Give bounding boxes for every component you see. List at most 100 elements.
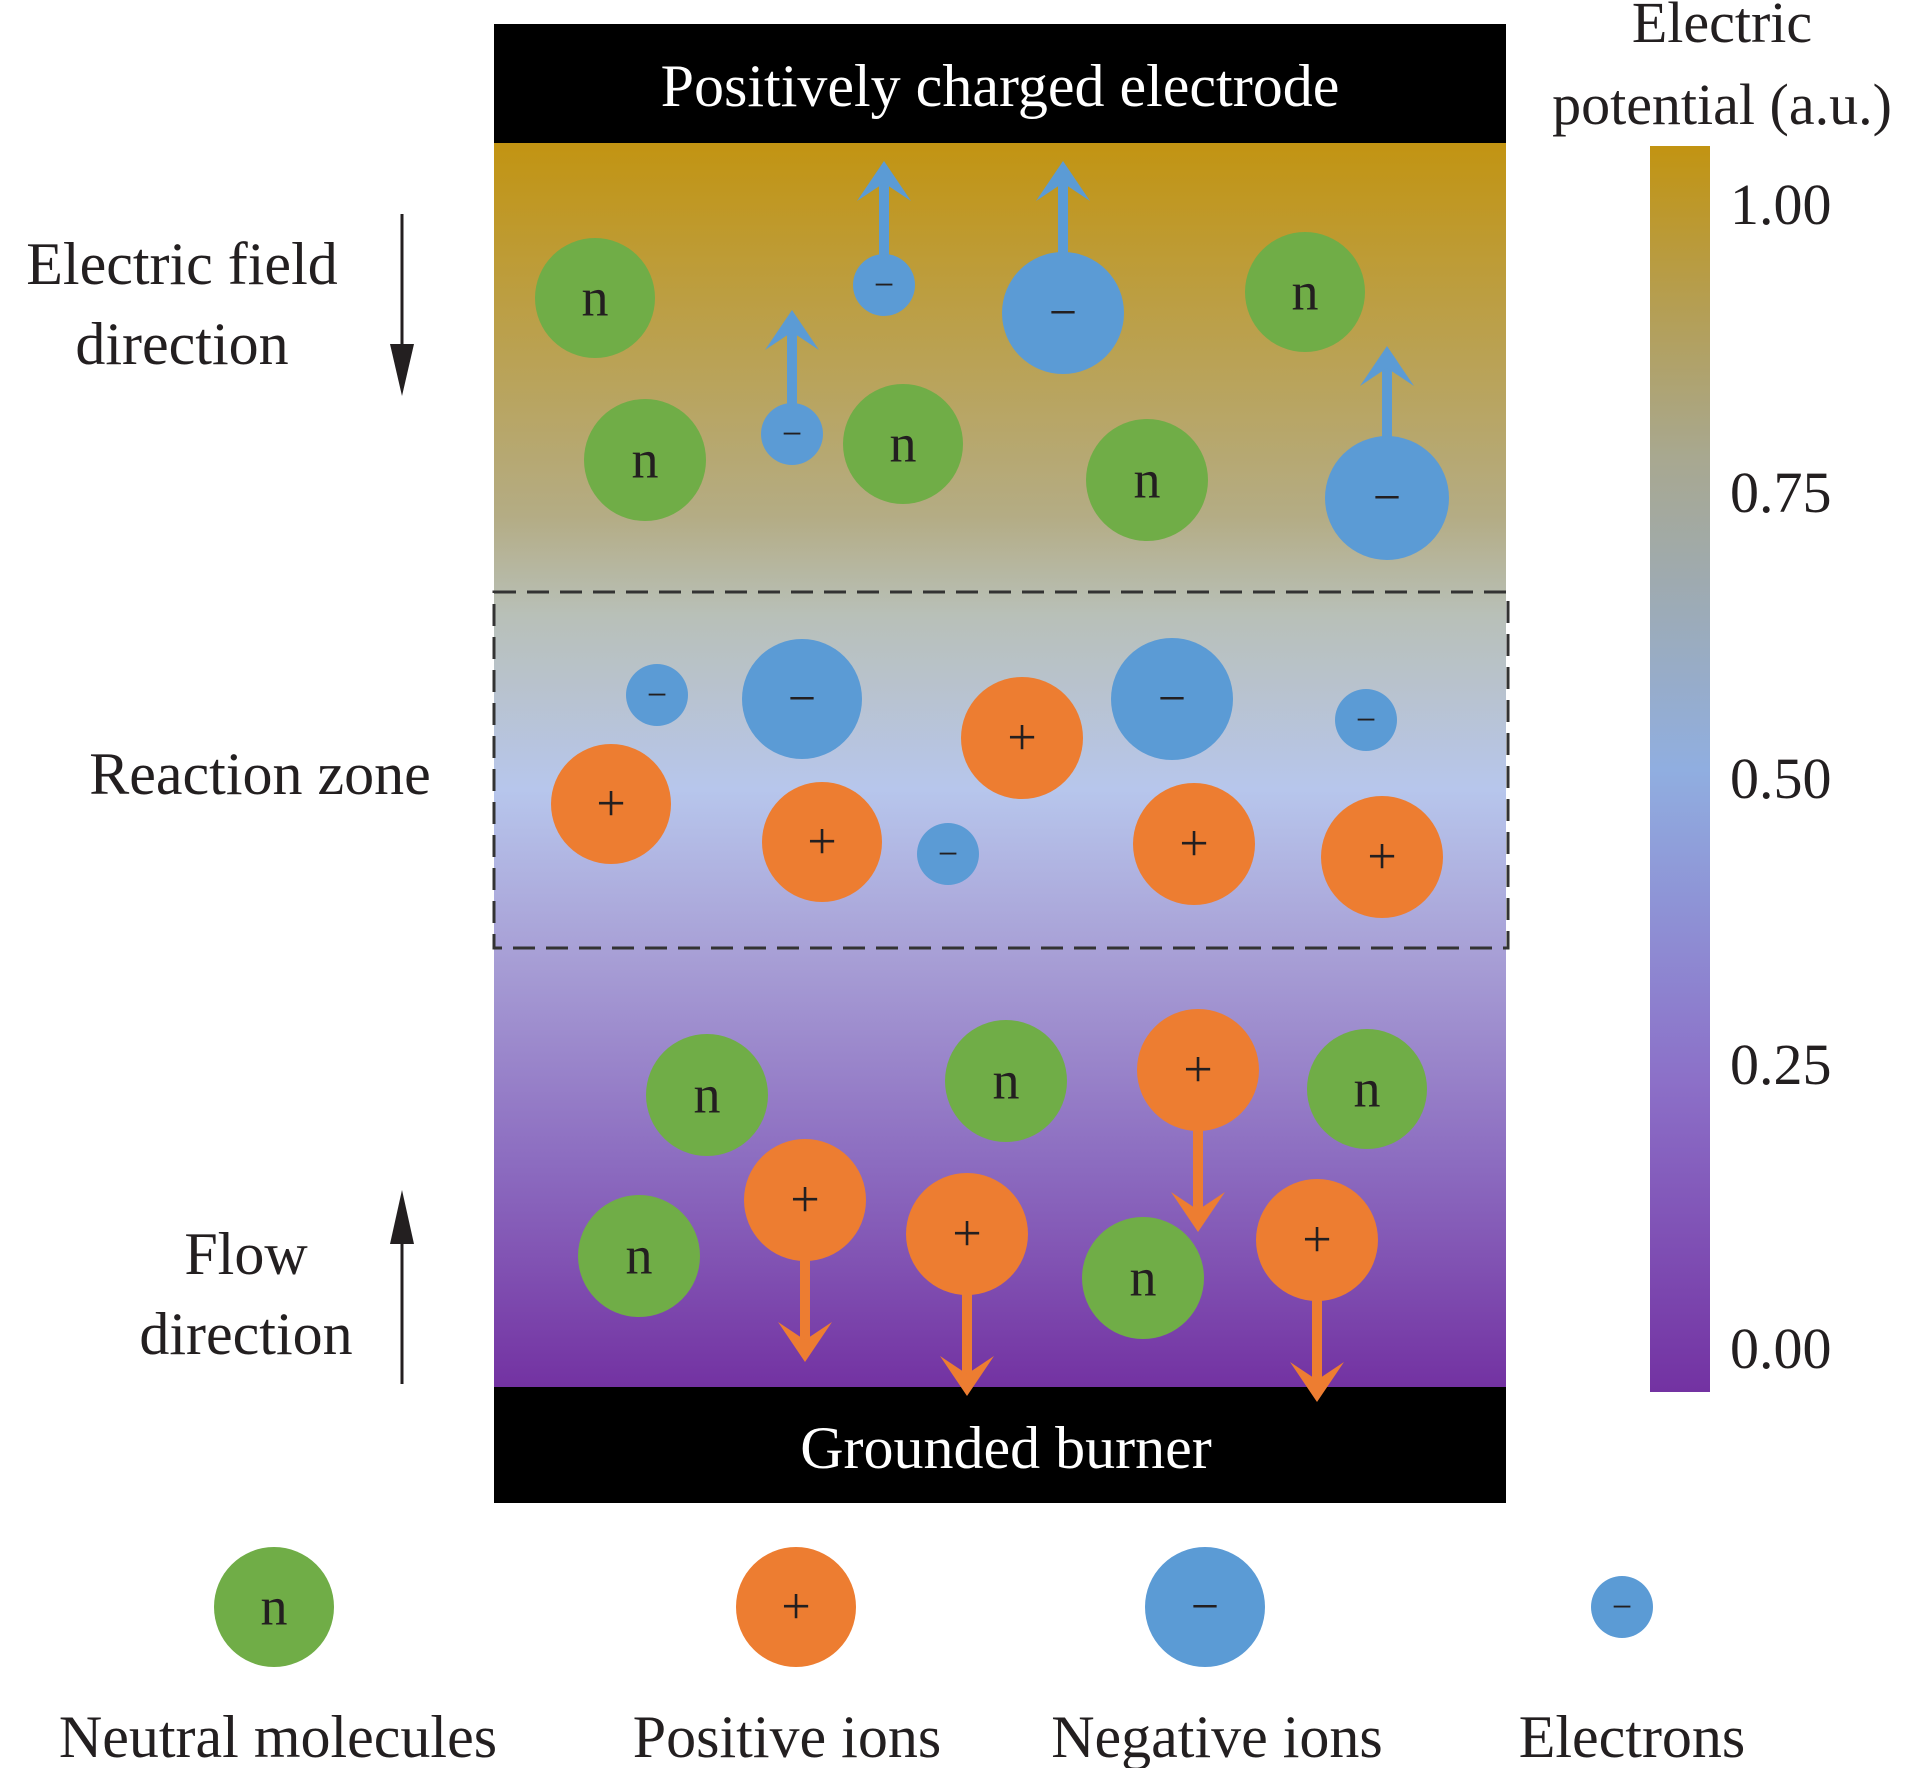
positive-ion: + (1321, 796, 1443, 918)
legend-item-positive-ion: + Positive ions (633, 1547, 941, 1768)
potential-colorbar (1650, 146, 1710, 1392)
positive-ion-circle (762, 782, 882, 902)
neutral-molecule: n (584, 399, 706, 521)
positive-ion: + (1133, 783, 1255, 905)
positive-ion-circle (551, 744, 671, 864)
colorbar-title-line1: Electric (1632, 0, 1812, 55)
positive-ion-symbol: + (1179, 816, 1208, 873)
burner-label: Grounded burner (800, 1415, 1212, 1481)
electron-circle (853, 254, 915, 316)
neutral-molecule-circle (578, 1195, 700, 1317)
positive-ion-symbol: + (1183, 1042, 1212, 1099)
negative-ion-symbol: − (1373, 469, 1401, 525)
positive-ion-symbol: + (1007, 710, 1036, 767)
neutral-molecule-circle (535, 238, 655, 358)
legend-item-electron: − Electrons (1519, 1576, 1746, 1768)
legend-label: Positive ions (633, 1704, 941, 1768)
negative-ion: − (1002, 252, 1124, 374)
electron-symbol: − (938, 834, 958, 874)
neutral-molecule-symbol: n (632, 429, 659, 489)
field-direction-arrow (390, 214, 414, 396)
neutral-molecule: n (1086, 419, 1208, 541)
electron-circle (1335, 689, 1397, 751)
colorbar-tick: 0.75 (1730, 460, 1832, 525)
electron-symbol: − (1612, 1587, 1632, 1627)
electrode-bar (494, 24, 1506, 143)
electron: − (917, 823, 979, 885)
positive-ion: + (744, 1139, 866, 1261)
electron: − (853, 254, 915, 316)
electron-symbol: − (782, 414, 802, 454)
electron-symbol: − (647, 675, 667, 715)
neutral-molecule-circle (1086, 419, 1208, 541)
positive-ion: + (736, 1547, 856, 1667)
positive-ion-symbol: + (1302, 1212, 1331, 1269)
negative-ion-circle (742, 639, 862, 759)
positive-ion-circle (744, 1139, 866, 1261)
neutral-molecule-circle (214, 1547, 334, 1667)
electron: − (626, 664, 688, 726)
neutral-molecule-circle (843, 384, 963, 504)
neutral-molecule-circle (584, 399, 706, 521)
legend-label: Electrons (1519, 1704, 1746, 1768)
negative-ion-circle (1145, 1547, 1265, 1667)
colorbar-title-line2: potential (a.u.) (1552, 72, 1892, 137)
neutral-molecule-symbol: n (890, 413, 917, 473)
neutral-molecule-symbol: n (1134, 449, 1161, 509)
negative-ion-symbol: − (1158, 670, 1186, 726)
neutral-molecule-circle (1307, 1029, 1427, 1149)
reaction-zone-label: Reaction zone (89, 741, 431, 807)
neutral-molecule-symbol: n (1354, 1058, 1381, 1118)
colorbar-tick: 0.50 (1730, 746, 1832, 811)
neutral-molecule-circle (945, 1020, 1067, 1142)
neutral-molecule: n (646, 1034, 768, 1156)
positive-ion: + (762, 782, 882, 902)
electron: − (761, 403, 823, 465)
neutral-molecule-symbol: n (1292, 261, 1319, 321)
legend-label: Negative ions (1051, 1704, 1383, 1768)
electron-circle (761, 403, 823, 465)
negative-ion: − (1145, 1547, 1265, 1667)
positive-ion-symbol: + (952, 1206, 981, 1263)
neutral-molecule-symbol: n (993, 1050, 1020, 1110)
positive-ion: + (961, 677, 1083, 799)
positive-ion-symbol: + (781, 1579, 810, 1636)
flow-direction-arrow (390, 1190, 414, 1384)
neutral-molecule-circle (1082, 1217, 1204, 1339)
positive-ion-symbol: + (807, 814, 836, 871)
neutral-molecule: n (1082, 1217, 1204, 1339)
colorbar-tick: 1.00 (1730, 172, 1832, 237)
negative-ion-circle (1325, 436, 1449, 560)
negative-ion: − (1111, 638, 1233, 760)
positive-ion-symbol: + (1367, 829, 1396, 886)
positive-ion-circle (1133, 783, 1255, 905)
neutral-molecule: n (214, 1547, 334, 1667)
neutral-molecule-circle (646, 1034, 768, 1156)
burner-bar (494, 1387, 1506, 1503)
positive-ion: + (906, 1173, 1028, 1295)
field-label-line1: Electric field (26, 231, 337, 297)
positive-ion: + (1137, 1009, 1259, 1131)
electrode-label: Positively charged electrode (661, 53, 1340, 119)
positive-ion-symbol: + (790, 1172, 819, 1229)
neutral-molecule: n (843, 384, 963, 504)
electron-symbol: − (874, 265, 894, 305)
electron-symbol: − (1356, 700, 1376, 740)
positive-ion-circle (906, 1173, 1028, 1295)
positive-ion-circle (961, 677, 1083, 799)
electron: − (1591, 1576, 1653, 1638)
negative-ion: − (1325, 436, 1449, 560)
legend-item-negative-ion: − Negative ions (1051, 1547, 1383, 1768)
positive-ion-circle (1256, 1179, 1378, 1301)
neutral-molecule-symbol: n (626, 1225, 653, 1285)
electron-circle (1591, 1576, 1653, 1638)
legend-label: Neutral molecules (59, 1704, 497, 1768)
neutral-molecule: n (535, 238, 655, 358)
negative-ion: − (742, 639, 862, 759)
negative-ion-circle (1002, 252, 1124, 374)
colorbar-tick: 0.25 (1730, 1032, 1832, 1097)
neutral-molecule: n (1245, 232, 1365, 352)
